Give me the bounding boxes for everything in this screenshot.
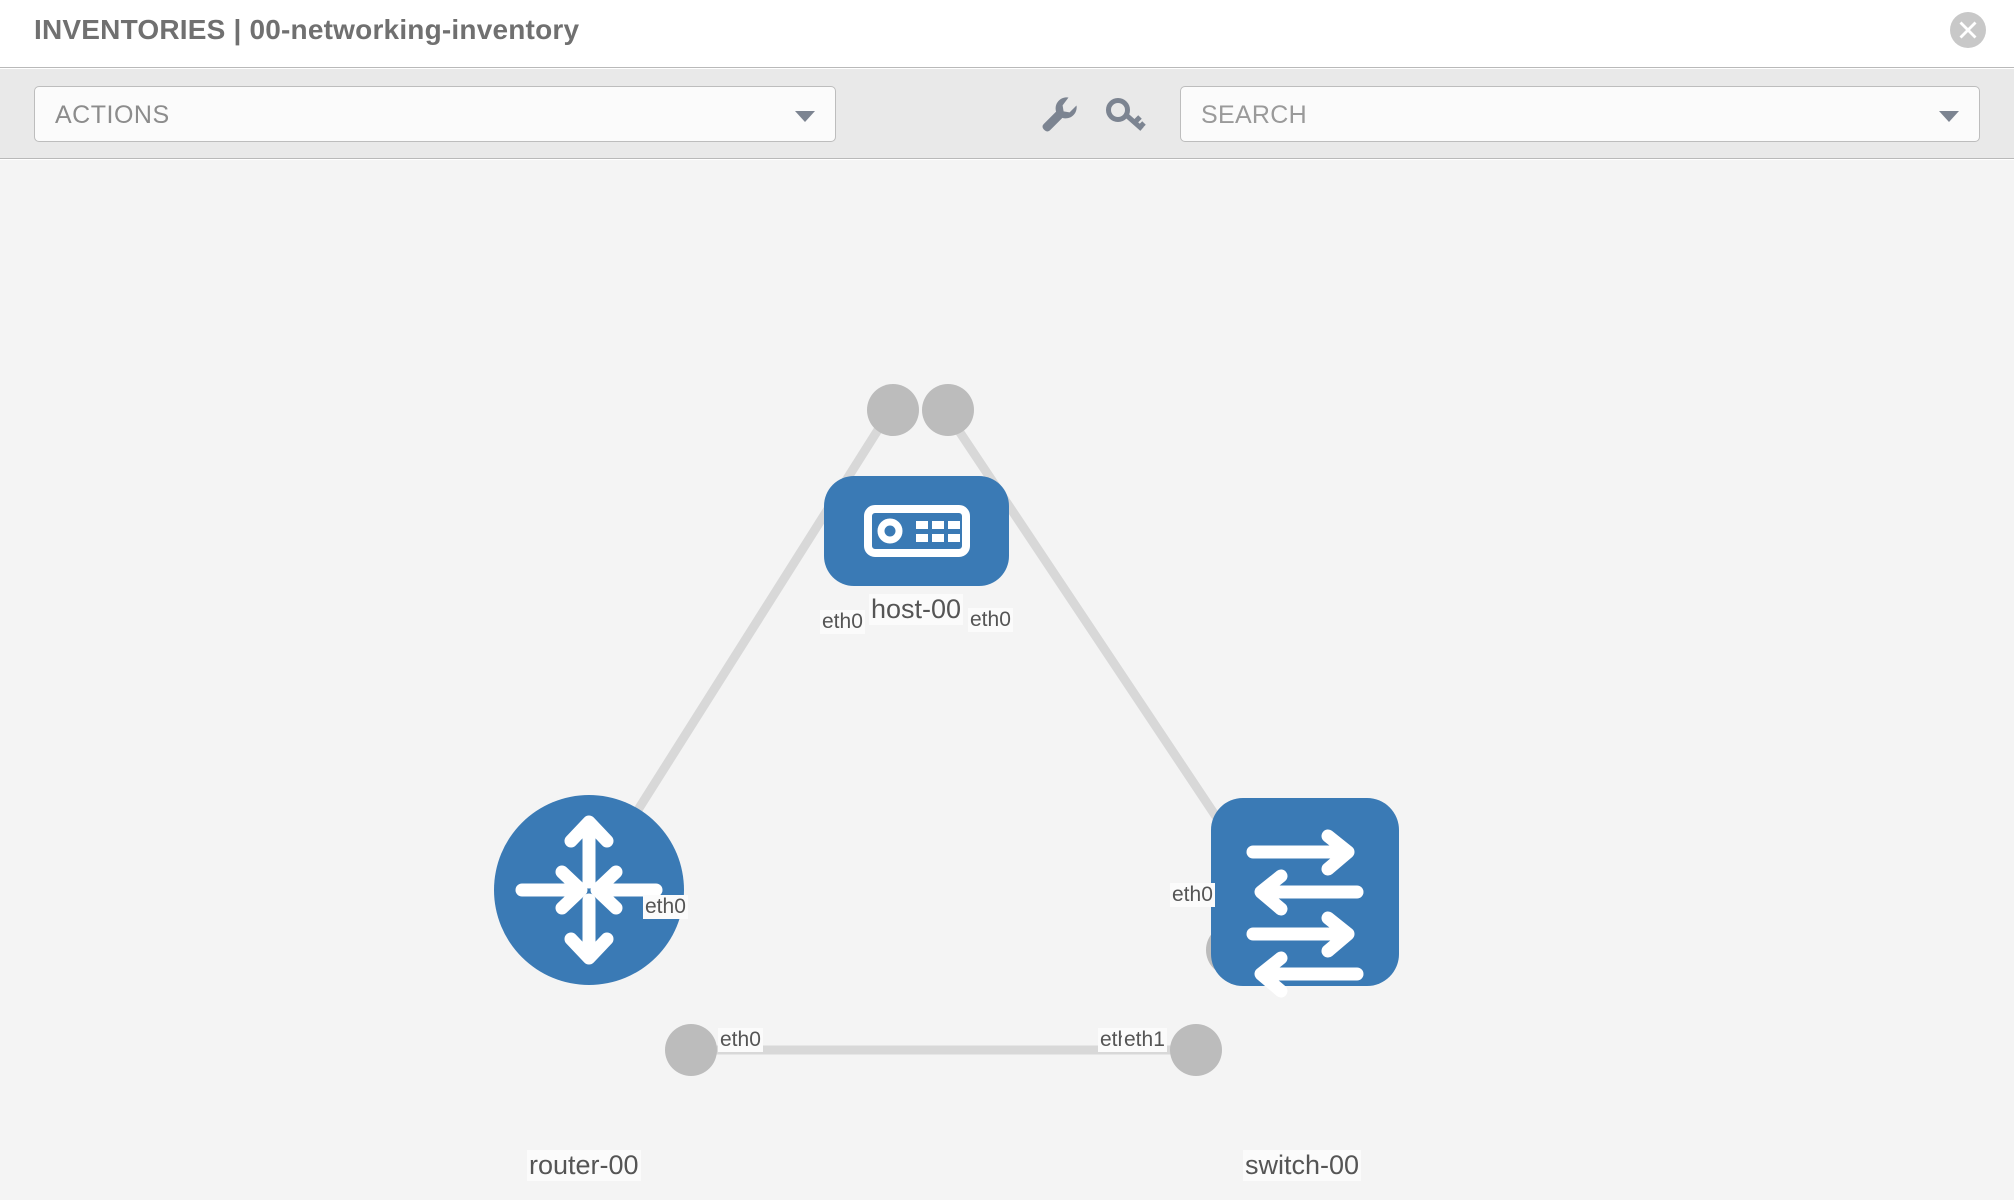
link-host-switch bbox=[931, 392, 1249, 863]
close-icon[interactable] bbox=[1950, 12, 1986, 48]
node-router-00 bbox=[494, 795, 684, 985]
node-switch-00 bbox=[1211, 798, 1399, 998]
search-placeholder: SEARCH bbox=[1201, 101, 1307, 129]
iface-label: eth0 bbox=[968, 608, 1013, 632]
toolbar: ACTIONS SEARCH bbox=[0, 69, 2014, 159]
switch-arrows-icon bbox=[1246, 829, 1364, 998]
search-input[interactable]: SEARCH bbox=[1180, 86, 1980, 142]
server-icon bbox=[864, 505, 970, 557]
chevron-down-icon bbox=[795, 111, 815, 122]
iface-label: eth0 bbox=[718, 1028, 763, 1052]
iface-nub bbox=[922, 384, 974, 436]
node-label-switch: switch-00 bbox=[1243, 1150, 1362, 1181]
actions-dropdown[interactable]: ACTIONS bbox=[34, 86, 836, 142]
wrench-icon[interactable] bbox=[1035, 91, 1081, 137]
router-arrows-icon bbox=[515, 815, 663, 965]
page-title: INVENTORIES | 00-networking-inventory bbox=[34, 14, 580, 45]
iface-nub bbox=[867, 384, 919, 436]
page-header: INVENTORIES | 00-networking-inventory bbox=[0, 0, 2014, 68]
node-label-router: router-00 bbox=[527, 1150, 641, 1181]
iface-nub bbox=[665, 1024, 717, 1076]
actions-dropdown-label: ACTIONS bbox=[55, 101, 170, 129]
topology-graph bbox=[494, 384, 1399, 1076]
iface-label: eth0 bbox=[820, 610, 865, 634]
link-host-router bbox=[596, 392, 904, 873]
iface-label: eth0 bbox=[1170, 883, 1215, 907]
topology-canvas[interactable]: host-00 router-00 switch-00 eth0 eth0 et… bbox=[0, 160, 2014, 1200]
iface-nub bbox=[1170, 1024, 1222, 1076]
key-icon[interactable] bbox=[1102, 91, 1148, 137]
iface-label: eth0 bbox=[643, 895, 688, 919]
iface-label: eth1 bbox=[1122, 1028, 1167, 1052]
search-chevron-down-icon[interactable] bbox=[1939, 111, 1959, 122]
node-host-00 bbox=[824, 476, 1009, 586]
node-label-host: host-00 bbox=[869, 594, 964, 625]
